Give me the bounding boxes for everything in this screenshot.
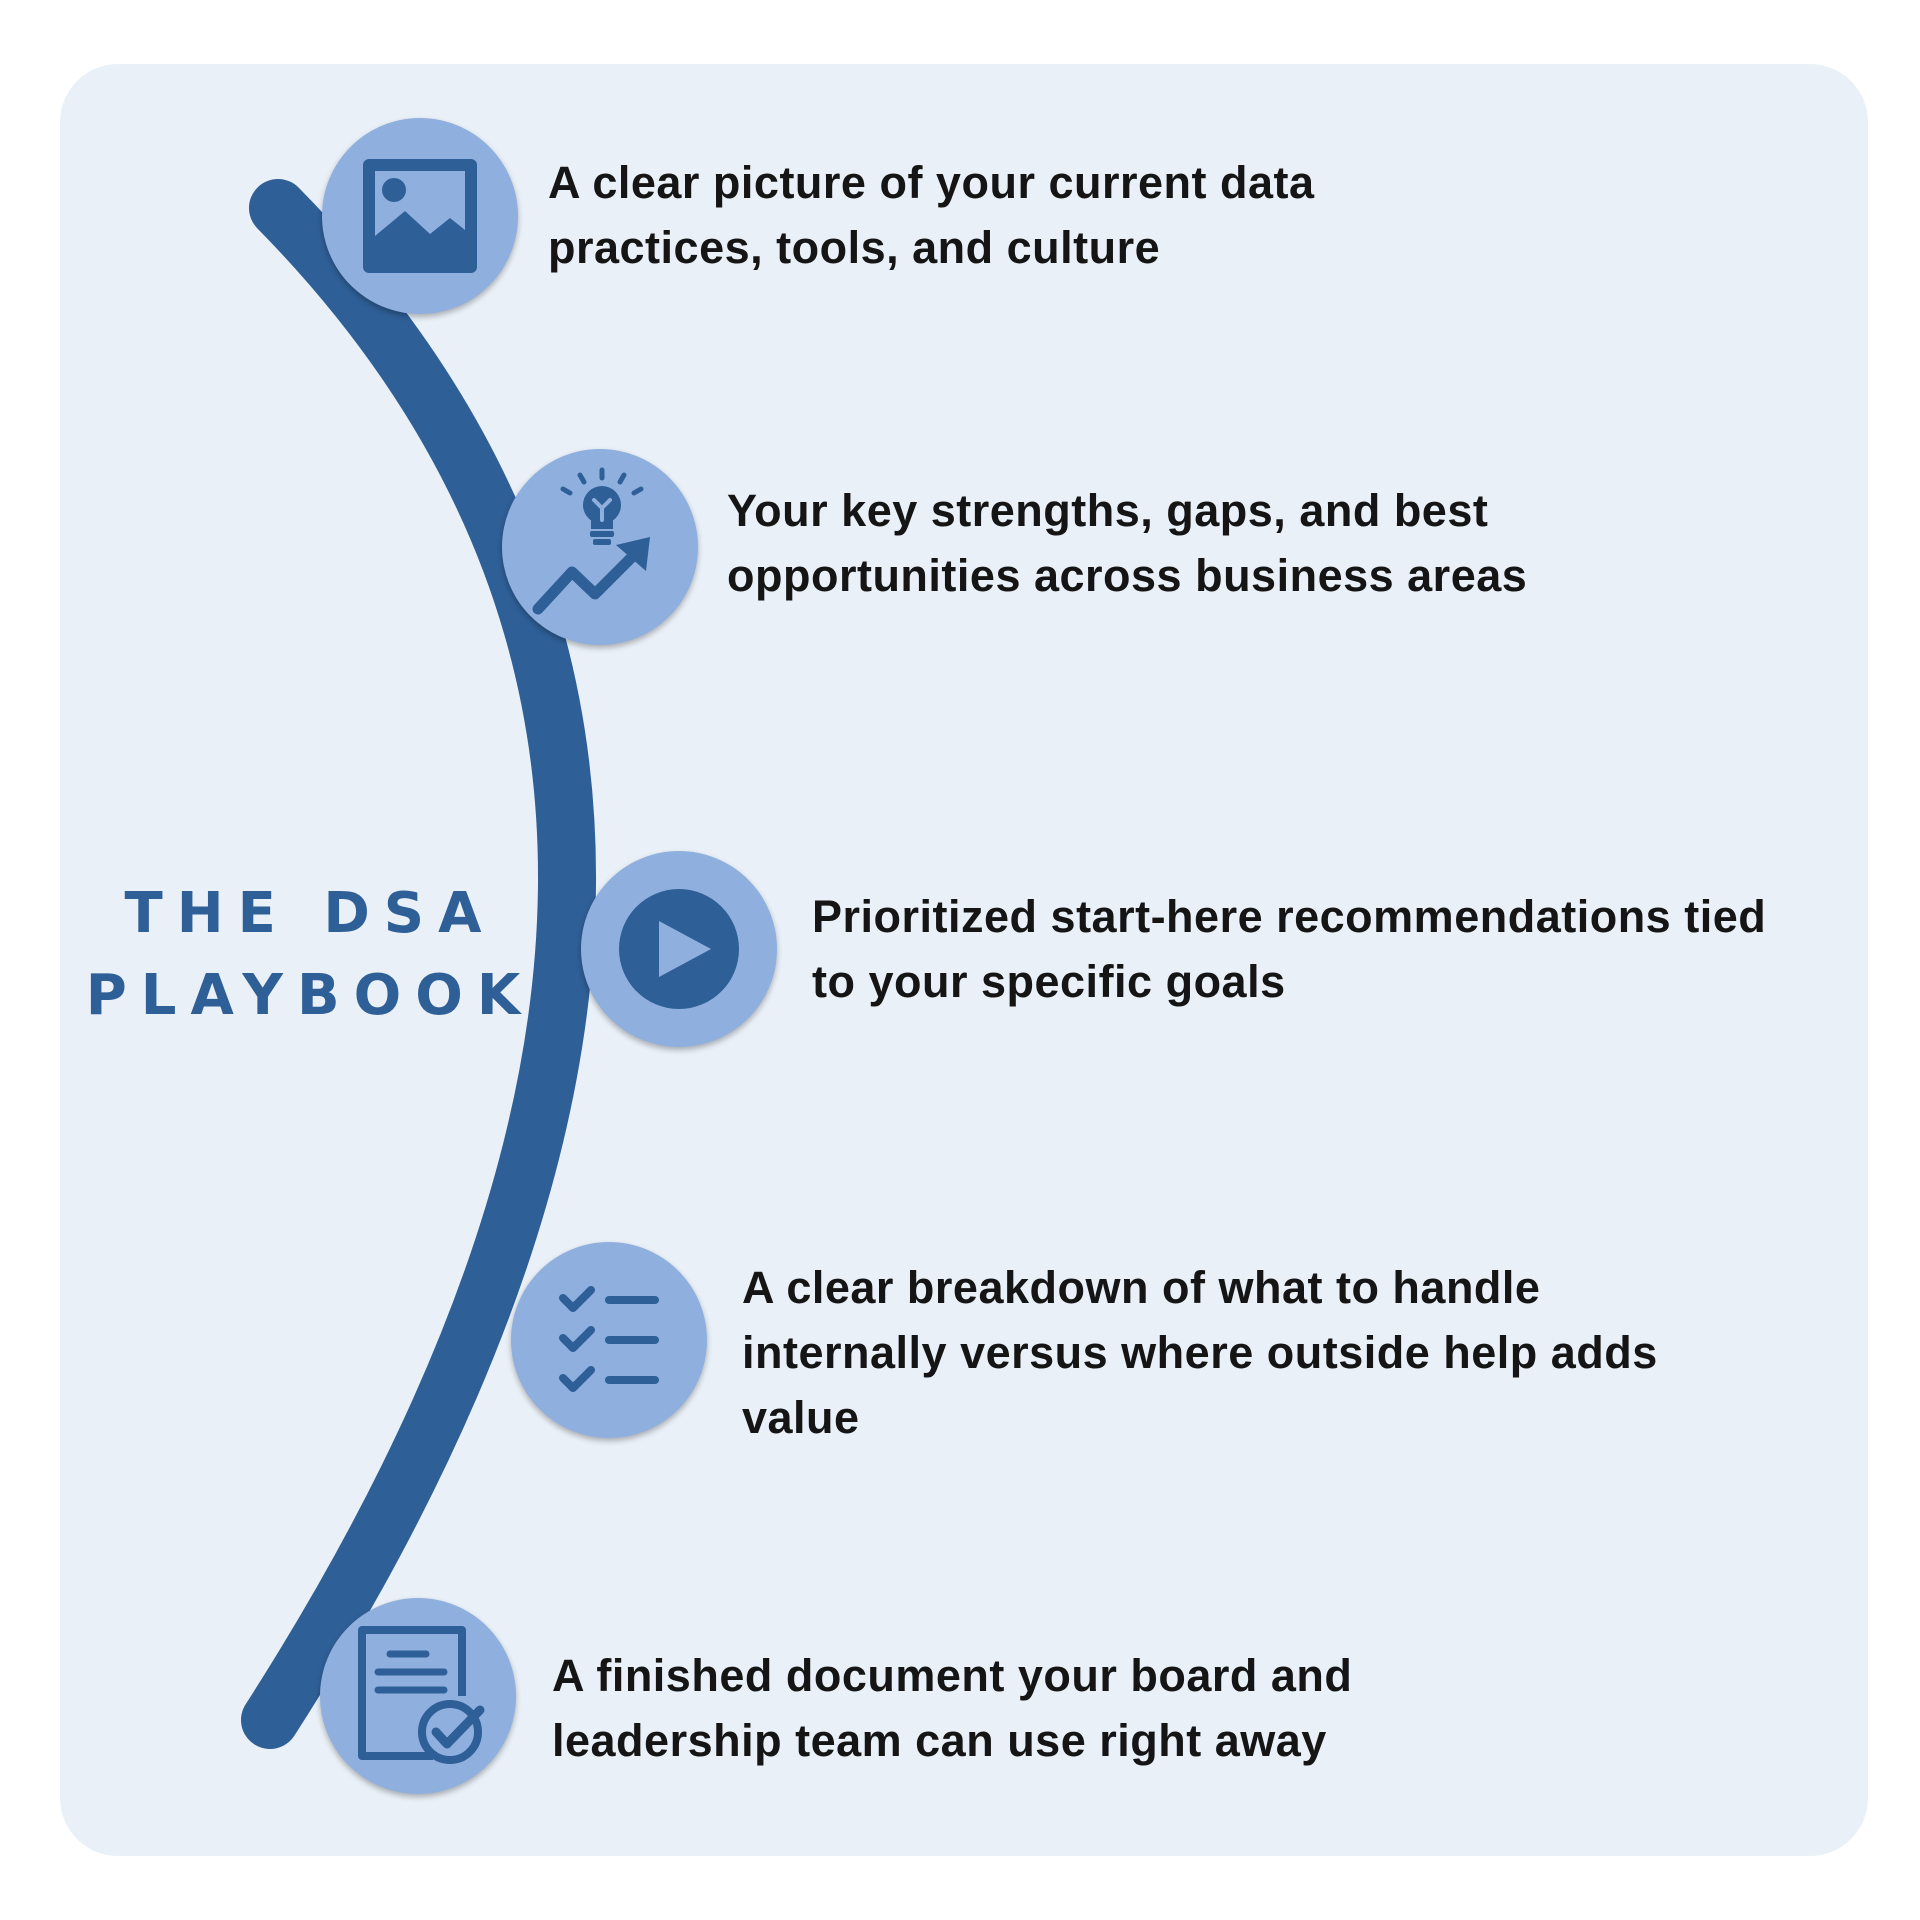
playbook-title-line-1: THE DSA [124,881,496,946]
play-icon [619,889,739,1009]
lightbulb-growth-icon [532,467,650,615]
step-1-badge [322,118,518,314]
document-check-icon [358,1626,485,1764]
step-2-text: Your key strengths, gaps, and best oppor… [727,485,1528,601]
step-3-badge [581,851,777,1047]
image-icon [363,159,477,273]
step-2-badge [502,449,698,645]
checklist-icon [559,1286,659,1392]
step-3-text: Prioritized start-here recommendations t… [812,891,1767,1007]
step-5-text: A finished document your board and leade… [552,1650,1353,1766]
step-4-badge [511,1242,707,1438]
step-4-text: A clear breakdown of what to handle inte… [742,1262,1658,1443]
playbook-title-line-2: PLAYBOOK [85,963,535,1028]
step-5-badge [320,1598,516,1794]
step-1-text: A clear picture of your current data pra… [548,157,1315,273]
